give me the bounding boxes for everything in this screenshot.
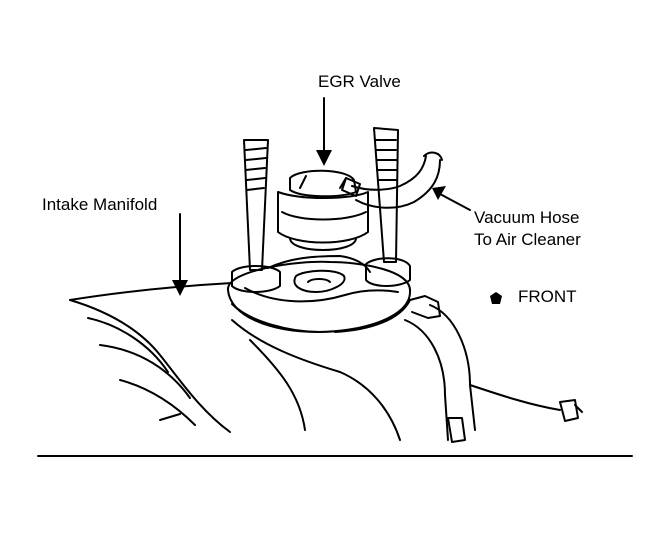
intake-manifold-drawing: [69, 282, 583, 443]
vacuum-hose-label-line1: Vacuum Hose: [474, 208, 580, 227]
front-label: FRONT: [518, 287, 577, 306]
egr-valve-body: [277, 169, 369, 251]
vacuum-arrow-head: [432, 186, 446, 200]
egr-valve-label: EGR Valve: [318, 72, 401, 91]
intake-manifold-label: Intake Manifold: [42, 195, 158, 214]
leader-arrows: [179, 97, 471, 283]
egr-base-flange: [226, 255, 441, 333]
mounting-studs: [231, 127, 411, 293]
front-marker-icon: [490, 292, 502, 304]
intake-arrow-head: [172, 280, 188, 296]
egr-arrow-head: [316, 150, 332, 166]
vacuum-hose-label-line2: To Air Cleaner: [474, 230, 581, 249]
vacuum-hose: [341, 151, 443, 209]
